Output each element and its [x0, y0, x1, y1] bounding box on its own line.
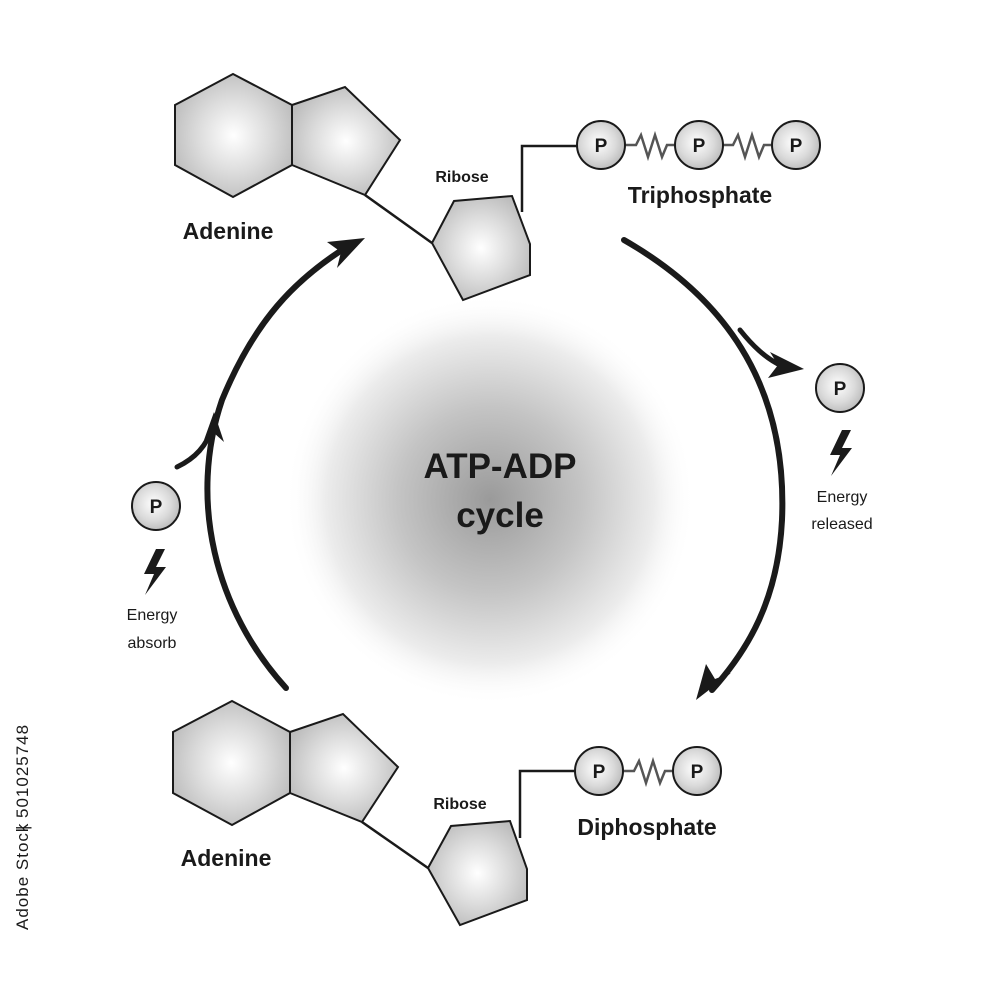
released-phosphate-group: P Energy released [811, 363, 873, 533]
adp-phosphate-bond-1 [623, 756, 673, 788]
watermark-separator: | [13, 825, 32, 830]
energy-released-line2: released [811, 516, 872, 533]
atp-phosphate-3-label: P [790, 136, 803, 157]
released-phosphate [815, 363, 865, 413]
adp-phosphate-2 [672, 746, 722, 796]
absorb-branch-arrowhead [204, 412, 224, 442]
absorbed-phosphate-group: P Energy absorb [127, 481, 181, 652]
absorbed-phosphate-label: P [150, 497, 163, 518]
center-glow [285, 295, 695, 705]
atp-sugar-phosphate-bond [520, 144, 578, 212]
atp-adenine-hexagon [174, 72, 293, 199]
atp-phosphate-3 [771, 120, 821, 170]
lightning-bolt-icon [144, 549, 166, 595]
atp-phosphate-2-label: P [693, 136, 706, 157]
atp-ribose-label: Ribose [435, 169, 488, 186]
adp-phosphate-2-label: P [691, 762, 704, 783]
adp-adenine-label: Adenine [181, 845, 272, 871]
synthesis-arc [204, 245, 348, 691]
watermark-brand: Adobe Stock [13, 823, 32, 930]
atp-triphosphate-label: Triphosphate [628, 182, 772, 208]
adp-molecule: P P Adenine Ribose Diphosphate [172, 699, 722, 927]
adp-base-sugar-bond [361, 820, 429, 870]
lightning-bolt-icon [830, 430, 852, 476]
energy-absorb-line2: absorb [128, 635, 177, 652]
atp-phosphate-1 [576, 120, 626, 170]
atp-phosphate-bond-1 [625, 130, 675, 162]
atp-adenine-pentagon [291, 85, 402, 197]
synthesis-arrow [174, 238, 365, 691]
released-phosphate-label: P [834, 379, 847, 400]
adp-adenine-pentagon [289, 712, 400, 824]
absorbed-phosphate [131, 481, 181, 531]
adp-adenine-hexagon [172, 699, 291, 827]
hydrolysis-arrowhead [696, 664, 731, 700]
atp-phosphate-bond-2 [723, 130, 771, 162]
atp-base-sugar-bond [364, 193, 433, 245]
adp-phosphate-1 [574, 746, 624, 796]
adp-diphosphate-label: Diphosphate [577, 814, 716, 840]
adp-ribose-pentagon [426, 819, 528, 927]
center-title-line2: cycle [456, 496, 544, 535]
stock-watermark: Adobe Stock | 501025748 [13, 724, 32, 930]
atp-molecule: P P P Adenine Ribose Triphosphate [174, 72, 821, 302]
atp-phosphate-1-label: P [595, 136, 608, 157]
atp-phosphate-2 [674, 120, 724, 170]
adp-phosphate-1-label: P [593, 762, 606, 783]
atp-adenine-label: Adenine [183, 218, 274, 244]
adp-sugar-phosphate-bond [518, 769, 576, 838]
release-branch-arrowhead [768, 352, 804, 378]
atp-ribose-pentagon [430, 194, 531, 302]
hydrolysis-arrow [621, 237, 804, 700]
watermark-id: 501025748 [13, 724, 32, 818]
energy-absorb-line1: Energy [127, 607, 178, 624]
energy-released-line1: Energy [817, 489, 868, 506]
center-title-line1: ATP-ADP [424, 447, 577, 486]
adp-ribose-label: Ribose [433, 796, 486, 813]
hydrolysis-arc [621, 237, 786, 693]
synthesis-arrowhead [327, 238, 365, 268]
